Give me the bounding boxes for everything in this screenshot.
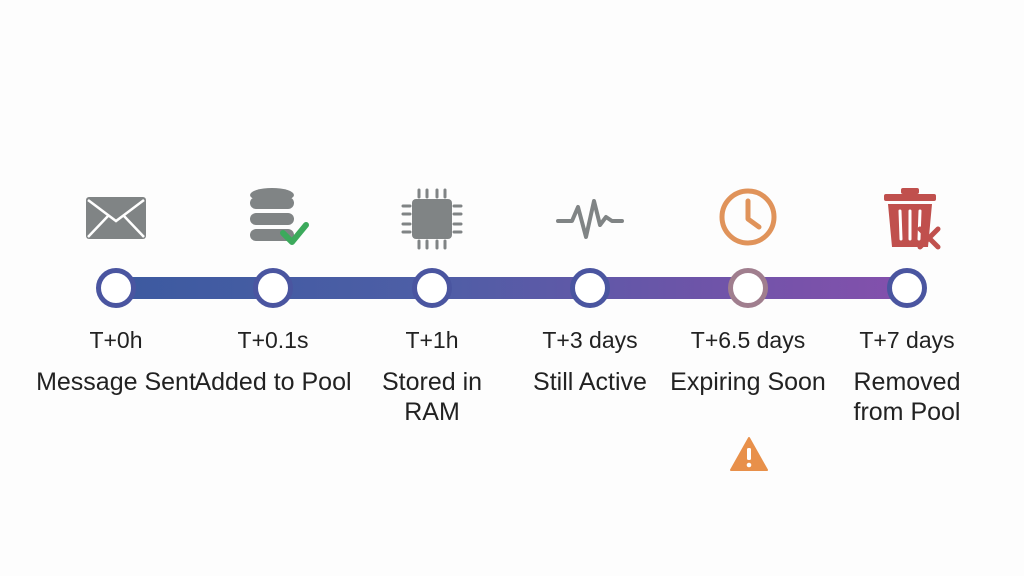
stage-label: Removed from Pool: [853, 368, 961, 426]
stage-time: T+0.1s: [237, 327, 309, 353]
timeline-node-removed-from-pool: [887, 268, 927, 308]
stage-time: T+7 days: [859, 327, 955, 353]
stage-time: T+0h: [89, 327, 143, 353]
stage-label: Still Active: [533, 368, 647, 396]
envelope-icon: [80, 183, 152, 255]
stage-time: T+1h: [405, 327, 459, 353]
clock-icon: [712, 183, 784, 255]
stage-label: Added to Pool: [194, 368, 352, 396]
timeline-node-stored-in-ram: [412, 268, 452, 308]
trash-remove-icon: [874, 183, 946, 255]
database-check-icon: [240, 183, 312, 255]
timeline-node-message-sent: [96, 268, 136, 308]
stage-time: T+6.5 days: [690, 327, 806, 353]
timeline-track: [116, 277, 908, 299]
stage-label: Expiring Soon: [670, 368, 826, 396]
timeline-node-expiring-soon: [728, 268, 768, 308]
cpu-chip-icon: [396, 183, 468, 255]
timeline-node-added-to-pool: [253, 268, 293, 308]
stage-time: T+3 days: [542, 327, 638, 353]
activity-pulse-icon: [554, 183, 626, 255]
stage-label: Stored in RAM: [381, 368, 483, 426]
stage-label: Message Sent: [36, 368, 196, 396]
timeline-node-still-active: [570, 268, 610, 308]
warning-icon: [729, 436, 769, 472]
